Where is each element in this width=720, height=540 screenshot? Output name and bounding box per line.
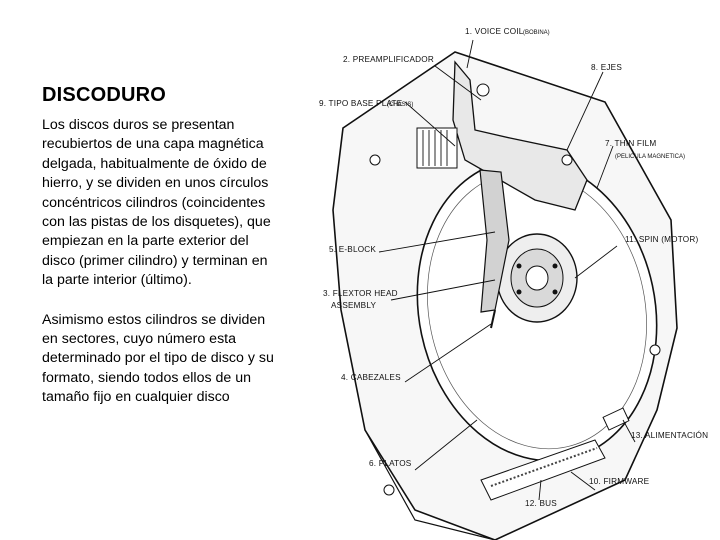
label-flexor-2: ASSEMBLY [331,301,376,310]
chassis-edge [364,429,496,540]
label-thin-film: 7. THIN FILM [605,139,656,148]
label-e-block: 5. E-BLOCK [329,245,376,254]
label-bus: 12. BUS [525,499,557,508]
label-base-plate-note: (CHASIS) [387,102,413,108]
label-voice-coil: 1. VOICE COIL [465,27,524,36]
label-cabezales: 4. CABEZALES [341,373,401,382]
label-thin-film-note: (PELICULA MAGNETICA) [615,154,685,160]
label-preamp: 2. PREAMPLIFICADOR [343,55,434,64]
label-platos: 6. PLATOS [369,459,412,468]
paragraph-2: Asimismo estos cilindros se dividen en s… [42,311,274,406]
label-spin: 11. SPIN (MOTOR) [625,235,698,244]
slide-title: DISCODURO [42,84,167,106]
bus-connector [480,439,606,501]
paragraph-1: Los discos duros se presentan recubierto… [42,117,271,289]
label-voice-coil-note: (BOBINA) [523,30,550,36]
label-alimentacion: 13. ALIMENTACIÓN [631,430,708,440]
label-base-plate: 9. TIPO BASE PLATE [319,99,403,108]
spindle-center [525,265,549,291]
label-firmware: 10. FIRMWARE [589,477,650,486]
body-text: Los discos duros se presentan recubierto… [42,116,274,428]
hard-drive-diagram: 1. VOICE COIL (BOBINA) 2. PREAMPLIFICADO… [305,10,717,540]
power-connector [602,407,630,431]
label-ejes: 8. EJES [591,63,622,72]
preamp-connector [416,127,458,169]
voice-coil-block [452,60,588,211]
label-flexor-1: 3. FLEXTOR HEAD [323,289,398,298]
hard-drive-illustration: 1. VOICE COIL (BOBINA) 2. PREAMPLIFICADO… [319,27,708,540]
